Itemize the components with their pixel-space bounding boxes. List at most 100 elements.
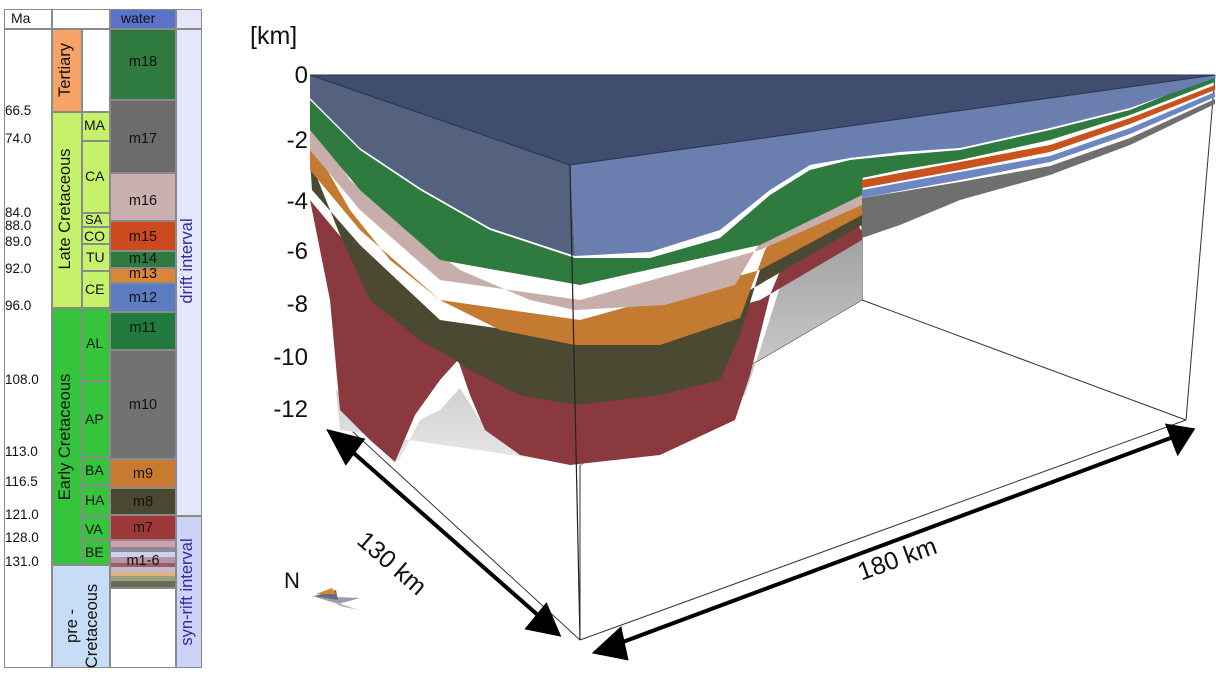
header-water-cell bbox=[110, 9, 176, 29]
unit-label-m7: m7 bbox=[132, 520, 154, 536]
unit-m11 bbox=[110, 312, 176, 350]
period-late-cretaceous bbox=[52, 112, 82, 308]
age-66-5: 66.5 bbox=[5, 103, 32, 118]
age-108-0: 108.0 bbox=[5, 372, 39, 387]
stage-ce bbox=[82, 271, 110, 308]
layer-bands-right bbox=[862, 85, 1215, 188]
layer-pink bbox=[310, 120, 862, 310]
stage-label-ha: HA bbox=[85, 492, 105, 508]
unit-label-m17: m17 bbox=[128, 131, 158, 147]
stage-label-va: VA bbox=[85, 521, 103, 537]
length-arrow bbox=[591, 423, 1196, 661]
layer-grey-right bbox=[862, 99, 1215, 238]
stage-va bbox=[82, 516, 110, 540]
interval-label-syn-rift: syn-rift interval bbox=[178, 538, 196, 646]
depth-tick-2: -2 bbox=[286, 127, 308, 154]
header-interval-cell bbox=[176, 9, 202, 29]
depth-tick-8: -8 bbox=[286, 291, 308, 318]
period-tertiary bbox=[52, 29, 82, 112]
unit-m13 bbox=[110, 268, 176, 283]
age-84-0: 84.0 bbox=[5, 205, 32, 220]
layer-water-front bbox=[570, 75, 1215, 256]
unit-m1-6-bands bbox=[110, 540, 176, 588]
period-label-late-cretaceous: Late Cretaceous bbox=[56, 148, 74, 270]
unit-m10 bbox=[110, 350, 176, 459]
age-96-0: 96.0 bbox=[5, 298, 32, 313]
header-age-cell bbox=[4, 9, 52, 29]
stage-al bbox=[82, 308, 110, 381]
interval-syn-rift bbox=[176, 516, 202, 668]
stage-label-tu: TU bbox=[86, 249, 105, 265]
block-diagram: [km] 0 -2 -4 -6 -8 -10 -12 130 km 180 km… bbox=[206, 0, 1216, 668]
axis-unit-label: [km] bbox=[250, 22, 298, 50]
unit-blank-bottom bbox=[110, 588, 176, 668]
stage-ca bbox=[82, 141, 110, 213]
stage-ha bbox=[82, 485, 110, 516]
age-128-0: 128.0 bbox=[5, 530, 39, 545]
stage-label-co: CO bbox=[84, 228, 105, 244]
depth-tick-12: -12 bbox=[273, 396, 308, 423]
stage-co bbox=[82, 227, 110, 244]
stage-label-ap: AP bbox=[85, 411, 104, 427]
depth-tick-10: -10 bbox=[273, 344, 308, 371]
front-edges bbox=[569, 164, 581, 641]
period-early-cretaceous bbox=[52, 308, 82, 565]
age-74-0: 74.0 bbox=[5, 131, 32, 146]
age-113-0: 113.0 bbox=[5, 444, 38, 459]
age-116-5: 116.5 bbox=[5, 474, 38, 489]
unit-label-m14: m14 bbox=[128, 251, 158, 267]
stage-ba bbox=[82, 457, 110, 485]
layer-orange bbox=[310, 140, 862, 345]
unit-m7 bbox=[110, 515, 176, 540]
top-face bbox=[309, 74, 1216, 166]
unit-label-m9: m9 bbox=[132, 466, 154, 482]
stage-label-ca: CA bbox=[85, 168, 105, 184]
stage-ap bbox=[82, 381, 110, 457]
header-age: Ma bbox=[11, 10, 31, 26]
stage-blank-tertiary bbox=[82, 29, 110, 112]
depth-tick-4: -4 bbox=[286, 188, 308, 215]
stage-sa bbox=[82, 213, 110, 227]
unit-m18 bbox=[110, 29, 176, 100]
stage-be bbox=[82, 540, 110, 565]
unit-label-m8: m8 bbox=[132, 494, 154, 510]
unit-label-m11: m11 bbox=[129, 320, 157, 336]
block-diagram-svg bbox=[309, 74, 1216, 661]
layer-blue-right bbox=[862, 92, 1215, 198]
stratigraphic-column: Ma water Tertiary Late Cretaceous Early … bbox=[0, 0, 206, 668]
interval-label-drift: drift interval bbox=[178, 218, 196, 304]
age-121-0: 121.0 bbox=[5, 507, 39, 522]
stage-label-be: BE bbox=[85, 544, 104, 560]
unit-label-m16: m16 bbox=[128, 193, 158, 209]
layer-red bbox=[310, 200, 862, 465]
stage-tu bbox=[82, 244, 110, 271]
age-131-0: 131.0 bbox=[5, 554, 39, 569]
age-88-0: 88.0 bbox=[5, 218, 32, 233]
period-label-pre-cretaceous: pre - Cretaceous bbox=[63, 583, 101, 669]
age-92-0: 92.0 bbox=[5, 261, 32, 276]
layer-water-left bbox=[310, 75, 575, 256]
unit-m14 bbox=[110, 251, 176, 268]
layer-dark bbox=[310, 160, 862, 405]
north-label: N bbox=[284, 568, 300, 593]
depth-tick-6: -6 bbox=[286, 238, 308, 265]
stage-label-sa: SA bbox=[85, 212, 103, 227]
depth-tick-0: 0 bbox=[294, 62, 308, 89]
unit-m12 bbox=[110, 283, 176, 312]
unit-m16 bbox=[110, 173, 176, 221]
period-label-tertiary: Tertiary bbox=[56, 42, 74, 98]
width-arrow bbox=[326, 428, 562, 637]
unit-label-m10: m10 bbox=[128, 397, 158, 413]
unit-m9 bbox=[110, 459, 176, 488]
unit-m8 bbox=[110, 488, 176, 515]
stage-label-ba: BA bbox=[85, 462, 104, 478]
period-label-early-cretaceous: Early Cretaceous bbox=[56, 373, 74, 501]
header-water: water bbox=[121, 10, 156, 26]
interval-drift bbox=[176, 29, 202, 516]
header-blank bbox=[52, 9, 110, 29]
unit-label-m13: m13 bbox=[128, 266, 158, 282]
unit-m15 bbox=[110, 221, 176, 251]
age-column bbox=[4, 29, 52, 668]
north-arrow-icon bbox=[312, 588, 360, 610]
age-89-0: 89.0 bbox=[5, 234, 32, 249]
